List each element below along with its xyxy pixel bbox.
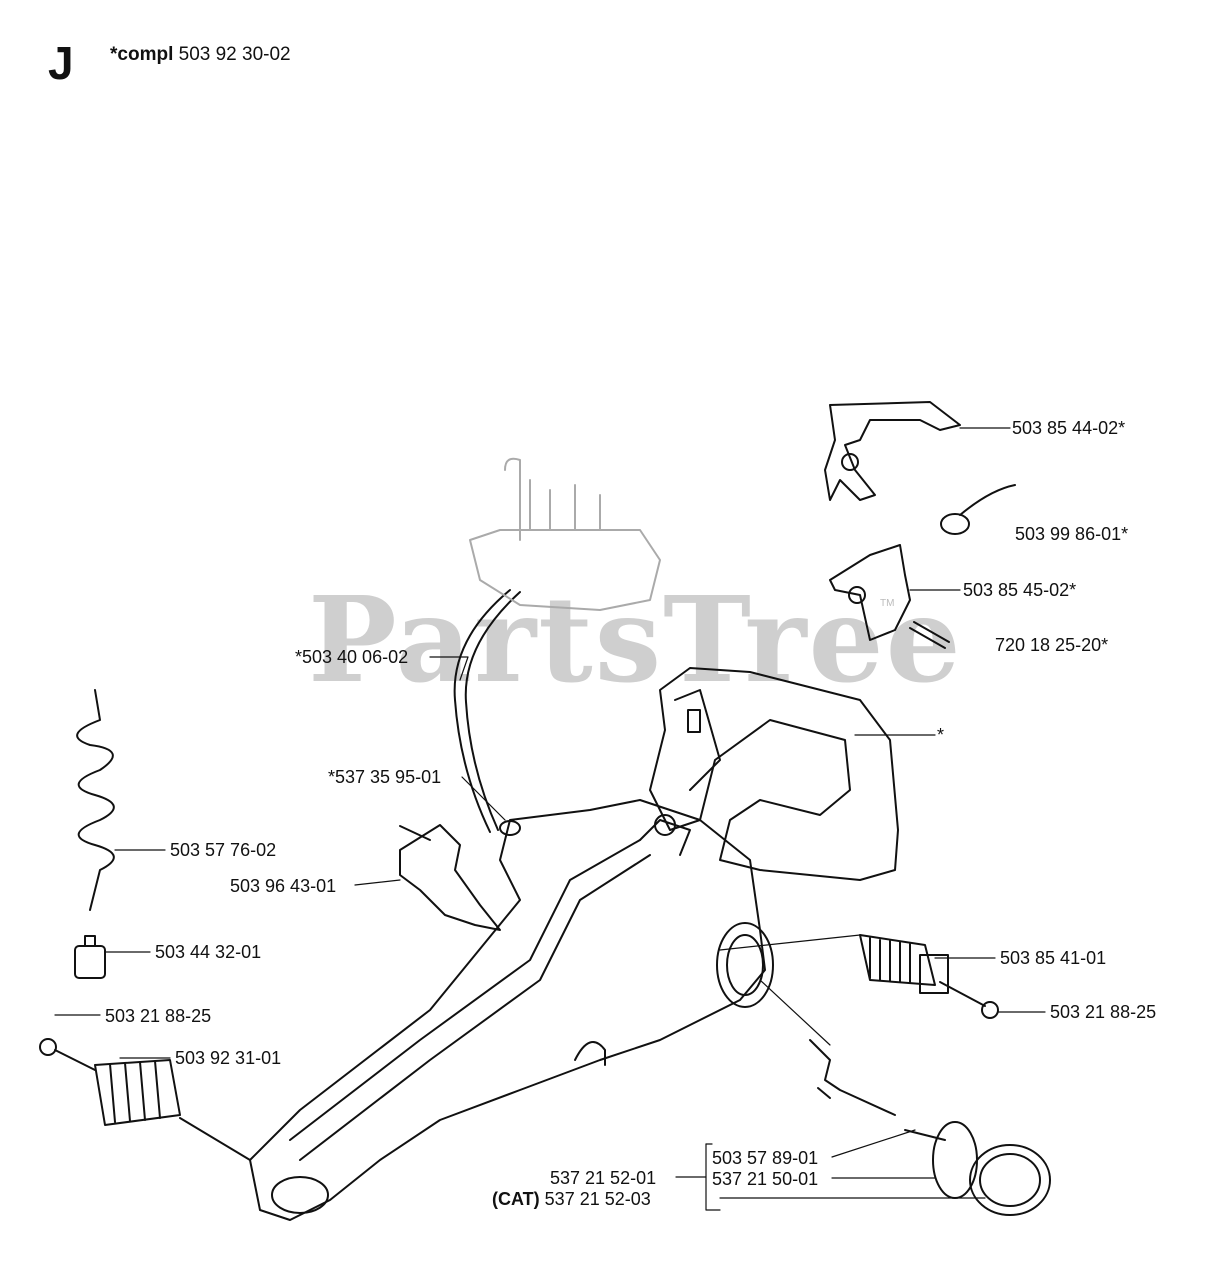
watermark-trademark: TM bbox=[880, 598, 895, 609]
part-label[interactable]: 503 21 88-25 bbox=[105, 1006, 212, 1026]
part-label[interactable]: 537 21 52-01 bbox=[550, 1168, 657, 1188]
section-letter: J bbox=[48, 37, 74, 89]
part-label[interactable]: 503 44 32-01 bbox=[155, 942, 262, 962]
tank-housing[interactable] bbox=[249, 799, 774, 1221]
screw-right bbox=[939, 981, 999, 1019]
part-label[interactable]: * bbox=[937, 725, 945, 745]
throttle-lockout[interactable] bbox=[829, 544, 911, 641]
lockout-pin bbox=[909, 621, 950, 649]
part-label[interactable]: 503 92 31-01 bbox=[175, 1048, 282, 1068]
throttle-trigger[interactable] bbox=[824, 401, 961, 501]
part-label-cat[interactable]: (CAT) 537 21 52-03 bbox=[492, 1190, 651, 1208]
compl-number: 503 92 30-02 bbox=[178, 44, 291, 65]
carburetor-cover bbox=[469, 457, 661, 611]
part-label[interactable]: 503 57 76-02 bbox=[170, 840, 277, 860]
part-label[interactable]: 503 57 89-01 bbox=[712, 1148, 819, 1168]
part-label[interactable]: *503 40 06-02 bbox=[295, 647, 409, 667]
part-label[interactable]: 503 99 86-01* bbox=[1015, 524, 1129, 544]
cat-number: 537 21 52-03 bbox=[544, 1189, 651, 1209]
part-label[interactable]: 503 85 41-01 bbox=[1000, 948, 1107, 968]
brake-handle[interactable] bbox=[399, 824, 501, 931]
compl-prefix: *compl bbox=[110, 44, 174, 65]
part-label[interactable]: 503 96 43-01 bbox=[230, 876, 337, 896]
cap-strap bbox=[809, 1039, 896, 1116]
leader-lines bbox=[54, 427, 1046, 1211]
part-label[interactable]: 503 21 88-25 bbox=[1050, 1002, 1157, 1022]
fuel-filter bbox=[74, 935, 106, 979]
part-label[interactable]: 503 85 45-02* bbox=[963, 580, 1077, 600]
screw-left bbox=[39, 1038, 96, 1071]
part-label[interactable]: 503 85 44-02* bbox=[1012, 418, 1126, 438]
part-label[interactable]: 537 21 50-01 bbox=[712, 1169, 819, 1189]
suction-hose bbox=[76, 689, 115, 911]
fuel-hose bbox=[453, 589, 521, 836]
complete-assembly-note: *compl 503 92 30-02 bbox=[110, 44, 291, 66]
av-element-left[interactable] bbox=[94, 1059, 251, 1161]
av-element-right[interactable] bbox=[859, 934, 949, 994]
part-label[interactable]: *537 35 95-01 bbox=[328, 767, 442, 787]
fuel-cap[interactable] bbox=[904, 1121, 1051, 1216]
rear-handle[interactable] bbox=[649, 667, 899, 881]
cat-prefix: (CAT) bbox=[492, 1189, 540, 1209]
part-label[interactable]: 720 18 25-20* bbox=[995, 635, 1109, 655]
throttle-spring bbox=[940, 484, 1016, 535]
